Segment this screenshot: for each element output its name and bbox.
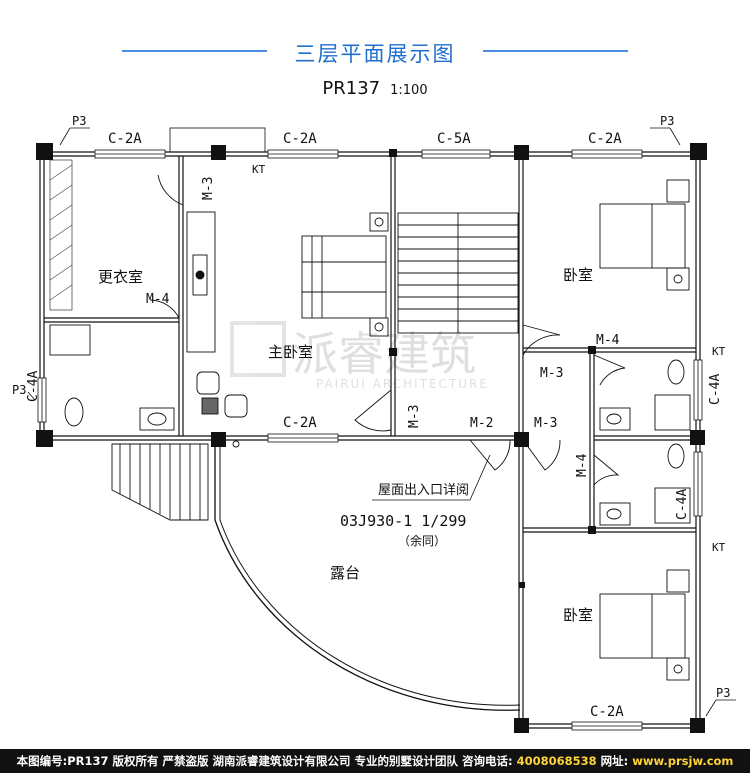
door-label: M-3 — [201, 177, 216, 200]
exterior-stairs — [111, 443, 209, 521]
marker-p3: P3 — [660, 114, 674, 128]
marker-kt: KT — [712, 345, 726, 358]
door-label: M-3 — [540, 366, 563, 381]
room-bedroom-bottom: 卧室 — [563, 606, 593, 624]
door-label: M-3 — [534, 416, 557, 431]
watermark: 派睿建筑 PAIRUI ARCHITECTURE — [230, 321, 489, 391]
marker-p3: P3 — [716, 686, 730, 700]
columns — [36, 143, 707, 733]
marker-p3: P3 — [72, 114, 86, 128]
page-title: 三层平面展示图 — [294, 42, 456, 66]
window-label: C-4A — [708, 374, 723, 405]
door-label: M-4 — [575, 453, 590, 477]
window-label: C-5A — [437, 131, 471, 147]
footer-text: 本图编号:PR137 版权所有 严禁盗版 湖南派睿建筑设计有限公司 专业的别墅设… — [16, 754, 517, 768]
door-label: M-3 — [407, 405, 422, 428]
bedroom-bed-top — [599, 179, 690, 291]
title-rule-right — [483, 50, 628, 52]
floor-plan: 派睿建筑 PAIRUI ARCHITECTURE — [12, 114, 736, 733]
annotation-same-note: （余同） — [398, 533, 446, 548]
tv-cabinet — [186, 211, 216, 353]
master-bed — [301, 212, 389, 337]
bath-fixtures — [49, 324, 691, 526]
marker-kt: KT — [712, 541, 726, 554]
marker-kt: KT — [252, 163, 266, 176]
room-master-bedroom: 主卧室 — [268, 343, 313, 361]
door-label: M-4 — [146, 292, 170, 307]
door-label: M-2 — [470, 416, 493, 431]
footer-site-label: 网址: — [596, 754, 633, 768]
window-label: C-2A — [108, 131, 142, 147]
lounge-chairs — [196, 371, 248, 448]
window-openings — [37, 127, 703, 731]
marker-leaders — [27, 127, 736, 717]
staircase — [397, 212, 519, 334]
footer-phone: 4008068538 — [516, 754, 597, 768]
plan-code-line: PR137 1:100 — [0, 78, 750, 99]
room-bedroom-top: 卧室 — [563, 266, 593, 284]
window-label: C-4A — [675, 489, 690, 520]
window-label: C-4A — [26, 371, 41, 402]
door-swings — [149, 165, 626, 486]
plan-scale: 1:100 — [390, 83, 428, 98]
title-rule-left — [122, 50, 267, 52]
room-terrace: 露台 — [330, 564, 360, 582]
bedroom-bed-bottom — [599, 569, 690, 681]
room-dressing: 更衣室 — [98, 268, 143, 286]
window-label: C-2A — [588, 131, 622, 147]
footer-site: www.prsjw.com — [632, 754, 734, 768]
wardrobe — [49, 159, 73, 311]
watermark-cn: 派睿建筑 — [292, 327, 476, 381]
marker-p3: P3 — [12, 383, 26, 397]
door-label: M-4 — [596, 333, 620, 348]
annotation-spec-ref: 03J930-1 1/299 — [340, 512, 466, 530]
footer-bar: 本图编号:PR137 版权所有 严禁盗版 湖南派睿建筑设计有限公司 专业的别墅设… — [0, 749, 750, 773]
walls — [39, 151, 701, 729]
watermark-en: PAIRUI ARCHITECTURE — [316, 377, 489, 391]
annotation-roof-exit: 屋面出入口详阅 — [378, 483, 469, 498]
window-label: C-2A — [283, 131, 317, 147]
window-label: C-2A — [283, 415, 317, 431]
plan-code: PR137 — [322, 78, 381, 99]
window-label: C-2A — [590, 704, 624, 720]
